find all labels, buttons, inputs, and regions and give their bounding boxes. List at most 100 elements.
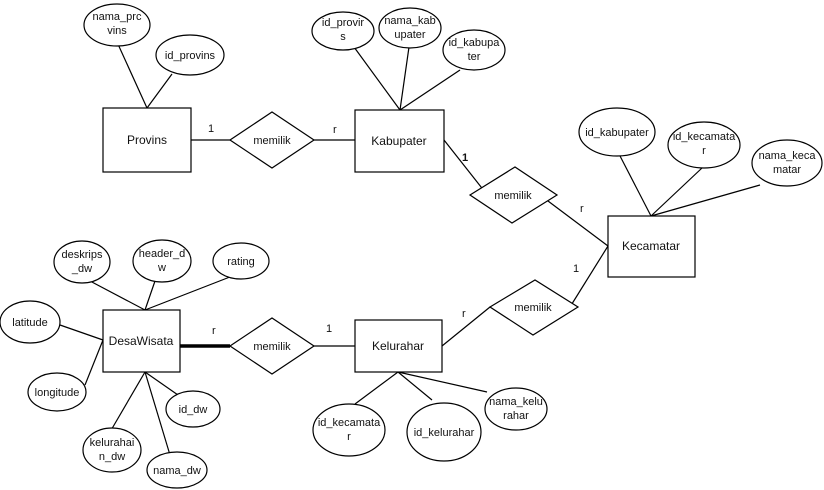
link-kecamatar-id-kecamatar [650, 167, 703, 217]
entity-kecamatar-label: Kecamatar [622, 239, 680, 253]
link-dw-rating [144, 274, 236, 311]
link-rel3-kelurahar [441, 306, 491, 347]
attribute-id-provins[interactable]: id_provins [155, 34, 225, 76]
entity-kabupater[interactable]: Kabupater [354, 109, 445, 173]
attribute-nama-kecamatar[interactable]: nama_keca matar [751, 139, 823, 187]
attribute-label: vins [107, 25, 127, 37]
attribute-label: rating [227, 256, 255, 268]
attribute-latitude[interactable]: latitude [0, 300, 61, 344]
cardinality-label: 1 [208, 123, 214, 135]
attribute-id-kecamatar[interactable]: id_kecamata r [667, 121, 741, 169]
attribute-label: id_kelurahar [414, 427, 475, 439]
attribute-id-kelurahar[interactable]: id_kelurahar [406, 402, 482, 462]
cardinality-label: r [462, 308, 466, 320]
attribute-label: nama_dw [153, 465, 201, 477]
attribute-label: header_d [139, 248, 186, 260]
link-dw-kelurahan-dw [109, 371, 146, 433]
entity-kecamatar[interactable]: Kecamatar [607, 215, 696, 278]
connections [59, 41, 761, 456]
entity-provins-label: Provins [127, 133, 167, 147]
attribute-label: id_dw [179, 404, 208, 416]
attribute-label: upater [394, 29, 426, 41]
relationship-label: memilik [253, 135, 291, 147]
link-dw-header [144, 280, 156, 311]
link-kabupater-nama-kabupater [399, 46, 410, 111]
attribute-label: longitude [35, 387, 80, 399]
attribute-kelurahan-dw[interactable]: kelurahai n_dw [82, 427, 142, 473]
link-dw-id-dw [144, 371, 179, 396]
attribute-kab-id-provins[interactable]: id_provir s [311, 11, 375, 51]
attribute-label: nama_keca [759, 150, 817, 162]
attribute-label: nama_kelu [489, 396, 543, 408]
attribute-rating[interactable]: rating [212, 242, 270, 280]
attribute-label: r [347, 431, 351, 443]
link-kecamatar-rel3 [569, 245, 609, 308]
attribute-label: w [157, 262, 166, 274]
relationship-kelurahar-desawisata[interactable]: memilik [228, 317, 316, 375]
link-kabupater-id-provins [353, 46, 401, 111]
attribute-label: nama_prc [93, 11, 142, 23]
attribute-label: latitude [12, 317, 47, 329]
attribute-header-dw[interactable]: header_d w [132, 239, 192, 283]
attribute-longitude[interactable]: longitude [27, 372, 87, 412]
link-kelurahar-id-kelurahar [397, 371, 433, 401]
relationship-provins-kabupater[interactable]: memilik [228, 111, 316, 169]
cardinality-label: 1 [326, 323, 332, 335]
attribute-kel-id-kecamatar[interactable]: id_kecamata r [312, 403, 386, 457]
attribute-label: n_dw [99, 451, 125, 463]
cardinality-label: 1 [462, 152, 468, 164]
cardinalities: 1 r 1 r 1 r 1 r [208, 123, 584, 337]
entity-provins[interactable]: Provins [102, 107, 192, 173]
entity-desawisata[interactable]: DesaWisata [102, 309, 181, 373]
link-dw-nama-dw [144, 371, 171, 456]
link-kecamatar-nama-kecamatar [650, 184, 761, 217]
attribute-label: nama_kab [384, 15, 435, 27]
attribute-deskripsi-dw[interactable]: deskrips _dw [53, 240, 111, 284]
attribute-label: id_kabupater [585, 127, 649, 139]
cardinality-label: r [333, 124, 337, 136]
attribute-label: s [340, 31, 346, 43]
relationship-kabupater-kecamatar[interactable]: memilik [468, 166, 559, 224]
entity-kelurahar[interactable]: Kelurahar [354, 319, 443, 373]
entity-desawisata-label: DesaWisata [109, 334, 174, 348]
link-kabupater-rel2 [443, 139, 486, 193]
relationship-label: memilik [514, 302, 552, 314]
attribute-label: id_provir [322, 17, 365, 29]
attribute-id-kabupater[interactable]: id_kabupa ter [442, 29, 506, 71]
link-kabupater-id-kabupater [399, 69, 461, 111]
link-kecamatar-id-kabupater [618, 153, 652, 217]
attribute-label: deskrips [62, 249, 103, 261]
cardinality-label: r [212, 325, 216, 337]
attribute-nama-kabupater[interactable]: nama_kab upater [378, 7, 442, 49]
attribute-label: r [702, 145, 706, 157]
cardinality-label: r [580, 203, 584, 215]
attribute-label: id_provins [165, 50, 216, 62]
link-dw-longitude [84, 339, 104, 386]
attribute-label: id_kecamata [318, 417, 381, 429]
relationship-kecamatar-kelurahar[interactable]: memilik [488, 279, 580, 336]
attribute-nama-kelurahar[interactable]: nama_kelu rahar [484, 387, 548, 431]
attribute-nama-provins[interactable]: nama_prc vins [83, 3, 151, 47]
attribute-label: matar [773, 164, 801, 176]
attribute-label: _dw [71, 263, 92, 275]
link-dw-latitude [59, 324, 104, 341]
cardinality-label: 1 [573, 263, 579, 275]
relationship-label: memilik [253, 341, 291, 353]
link-dw-deskripsi [89, 280, 146, 311]
link-provins-id-provins [146, 73, 173, 109]
attribute-label: id_kecamata [673, 131, 736, 143]
attribute-label: ter [468, 51, 481, 63]
attribute-label: rahar [503, 410, 529, 422]
attribute-id-dw[interactable]: id_dw [165, 390, 221, 428]
attribute-label: id_kabupa [449, 37, 501, 49]
entity-kelurahar-label: Kelurahar [372, 339, 424, 353]
attribute-nama-dw[interactable]: nama_dw [146, 451, 208, 489]
link-kelurahar-nama-kelurahar [397, 371, 488, 393]
relationship-label: memilik [494, 190, 532, 202]
attribute-kec-id-kabupater[interactable]: id_kabupater [578, 107, 656, 157]
attribute-label: kelurahai [90, 437, 135, 449]
link-kelurahar-id-kecamatar [354, 371, 399, 405]
entity-kabupater-label: Kabupater [371, 134, 426, 148]
link-provins-nama-provins [116, 41, 148, 109]
